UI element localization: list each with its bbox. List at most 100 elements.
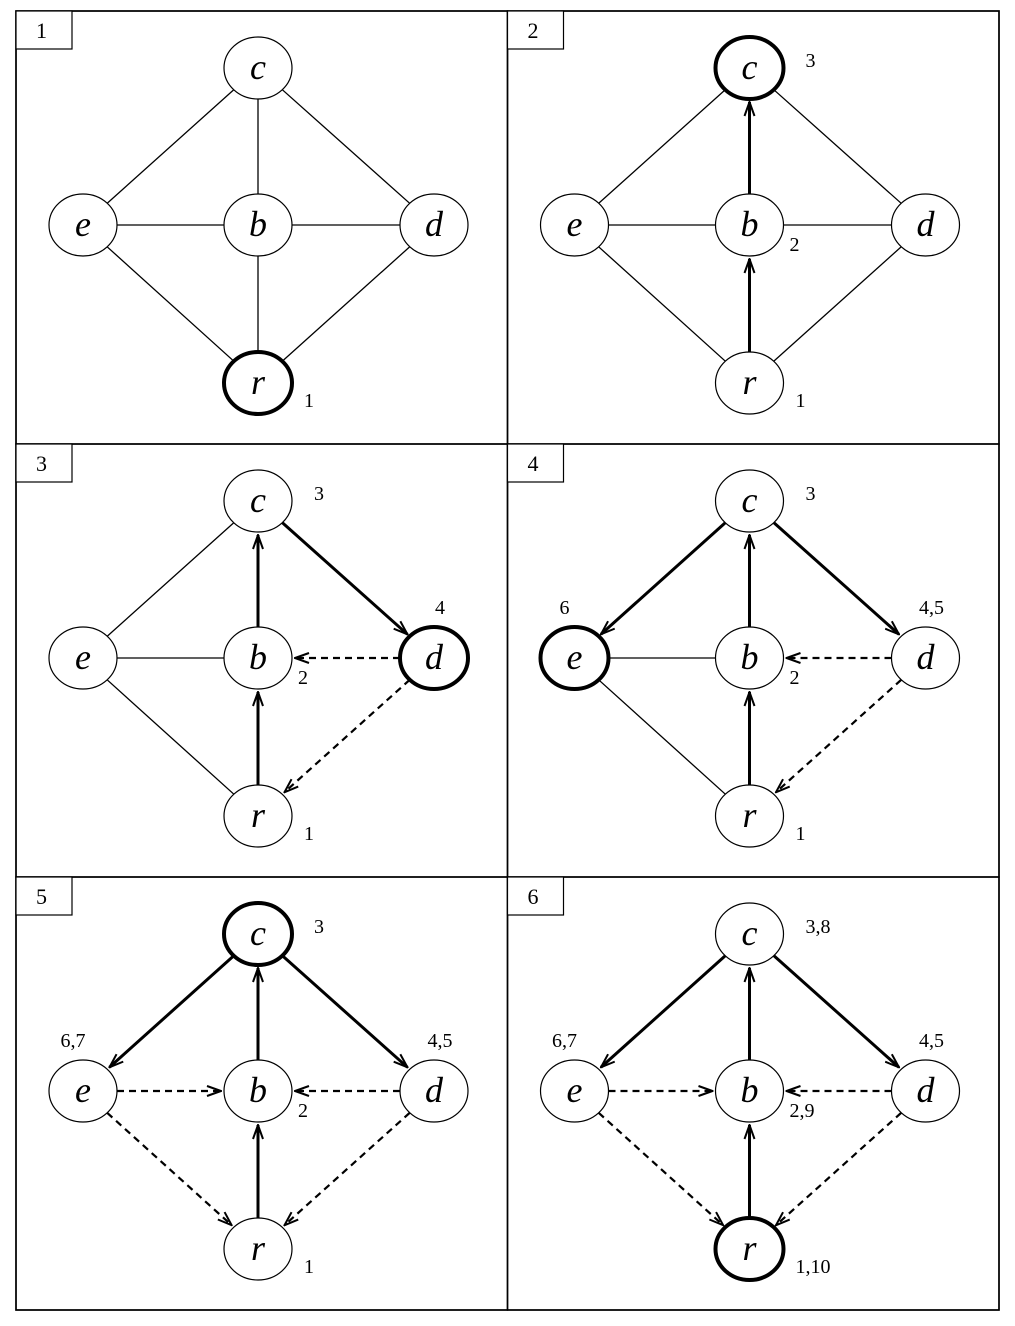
node-e (48, 626, 118, 690)
edge-c-e-tree (109, 954, 235, 1068)
panel-number-box (506, 876, 565, 916)
node-e (539, 193, 610, 257)
visit-order-d: 4,5 (919, 1030, 944, 1052)
edge-d-r-plain (281, 246, 411, 362)
node-b (223, 626, 293, 690)
node-label-c: c (742, 47, 758, 87)
node-e (48, 193, 118, 257)
node-label-b: b (741, 1070, 759, 1110)
edge-e-r-plain (598, 679, 726, 795)
node-label-e: e (567, 1070, 583, 1110)
visit-order-d: 4,5 (919, 597, 944, 619)
node-c (714, 469, 785, 533)
visit-order-d: 4,5 (428, 1030, 453, 1052)
node-r (223, 1217, 293, 1281)
node-b (223, 193, 293, 257)
node-label-e: e (567, 637, 583, 677)
node-e (539, 1059, 610, 1123)
panel-border (506, 876, 1000, 1311)
visit-order-r: 1 (304, 823, 314, 845)
panel-number-box (15, 876, 73, 916)
node-label-r: r (742, 795, 757, 835)
visit-order-b: 2 (790, 667, 800, 689)
node-r (714, 784, 785, 848)
visit-order-e: 6,7 (61, 1030, 86, 1052)
node-label-b: b (741, 637, 759, 677)
node-label-d: d (917, 637, 936, 677)
edge-c-d-tree (772, 521, 899, 635)
node-c-current (713, 35, 786, 101)
node-d (890, 1059, 961, 1123)
edge-e-r-back (597, 1111, 723, 1225)
edge-e-r-plain (106, 246, 235, 362)
panel-number: 6 (528, 884, 539, 909)
panel-number-box (15, 10, 73, 50)
node-e (48, 1059, 118, 1123)
visit-order-c: 3 (314, 916, 324, 938)
edge-e-r-plain (106, 679, 235, 795)
panel-number: 3 (36, 451, 47, 476)
node-label-e: e (75, 204, 91, 244)
node-r (223, 784, 293, 848)
node-label-c: c (742, 913, 758, 953)
edge-d-r-back (776, 678, 903, 792)
node-d (890, 193, 961, 257)
visit-order-d: 4 (435, 597, 445, 619)
node-d (399, 1059, 469, 1123)
visit-order-r: 1 (796, 390, 806, 412)
node-c (223, 469, 293, 533)
visit-order-e: 6,7 (552, 1030, 577, 1052)
panel-number: 2 (528, 18, 539, 43)
edge-c-d-tree (281, 521, 407, 635)
edge-d-r-back (284, 1111, 411, 1225)
node-label-r: r (251, 795, 266, 835)
node-label-b: b (249, 1070, 267, 1110)
node-b (223, 1059, 293, 1123)
node-label-d: d (425, 1070, 444, 1110)
edge-d-r-back (284, 678, 411, 792)
node-label-e: e (567, 204, 583, 244)
visit-order-b: 2 (298, 1100, 308, 1122)
edge-c-e-plain (598, 89, 726, 204)
node-r-current (222, 350, 294, 416)
node-c (714, 902, 785, 966)
node-label-b: b (741, 204, 759, 244)
node-label-d: d (425, 637, 444, 677)
visit-order-r: 1,10 (796, 1256, 831, 1278)
panel-number: 5 (36, 884, 47, 909)
node-label-c: c (250, 47, 266, 87)
edge-d-r-plain (773, 246, 902, 362)
edge-c-d-plain (773, 89, 902, 204)
node-e-current (538, 625, 611, 691)
visit-order-c: 3,8 (806, 916, 831, 938)
node-b (714, 193, 785, 257)
node-label-c: c (250, 480, 266, 520)
edge-c-d-tree (772, 954, 899, 1068)
visit-order-e: 6 (560, 597, 570, 619)
node-d-current (398, 625, 470, 691)
visit-order-b: 2 (790, 234, 800, 256)
node-r-current (713, 1216, 786, 1282)
node-d (399, 193, 469, 257)
edge-e-r-back (106, 1111, 231, 1225)
node-label-c: c (742, 480, 758, 520)
node-label-r: r (251, 1228, 266, 1268)
node-label-r: r (742, 362, 757, 402)
panel-number-box (15, 443, 73, 483)
visit-order-c: 3 (314, 483, 324, 505)
visit-order-b: 2,9 (790, 1100, 815, 1122)
node-label-b: b (249, 637, 267, 677)
panel-number-box (506, 443, 565, 483)
edge-c-e-plain (106, 522, 235, 637)
edge-c-d-tree (281, 954, 407, 1068)
visit-order-r: 1 (304, 1256, 314, 1278)
edge-c-d-plain (281, 89, 411, 204)
edge-e-r-plain (598, 246, 726, 362)
